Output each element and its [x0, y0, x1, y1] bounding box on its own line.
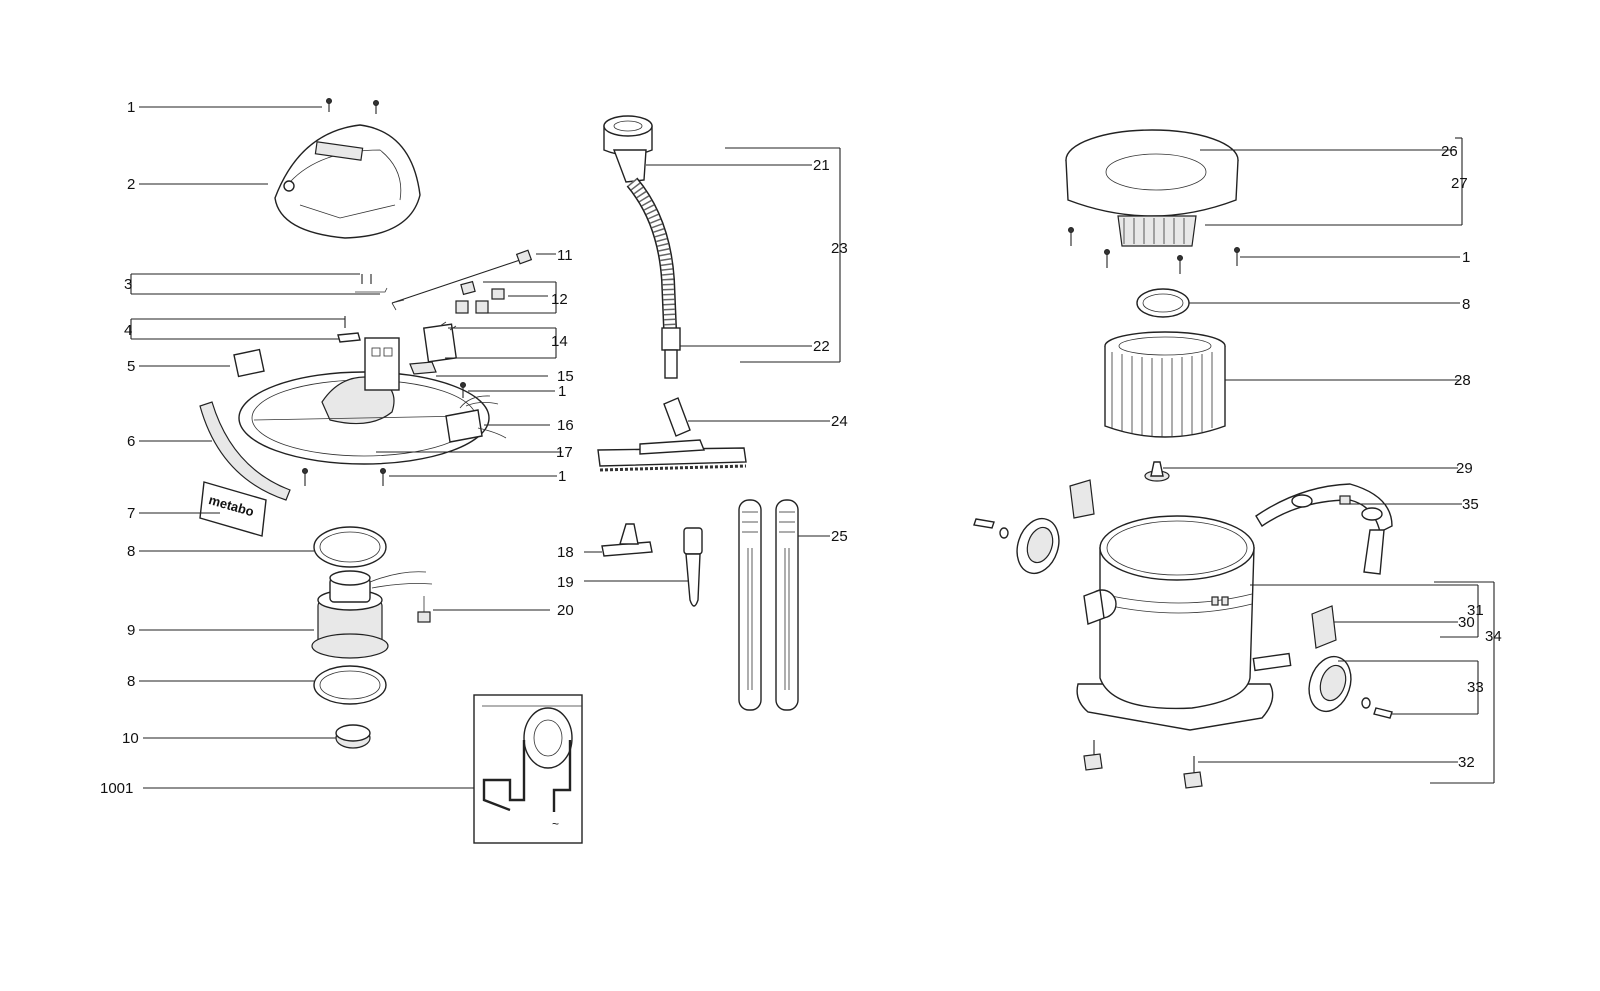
label-8-b: 8	[127, 673, 135, 690]
sticker-icon	[409, 361, 437, 375]
carbon-brush-icon	[417, 596, 431, 623]
label-24: 24	[831, 413, 848, 430]
label-16: 16	[557, 417, 574, 434]
power-cord-icon	[391, 249, 533, 311]
switch-icon	[422, 321, 458, 363]
label-18: 18	[557, 544, 574, 561]
label-1-top: 1	[127, 99, 135, 116]
latch-icon	[1311, 605, 1337, 649]
label-21: 21	[813, 157, 830, 174]
label-17: 17	[556, 444, 573, 461]
label-7: 7	[127, 505, 135, 522]
handle-ring-icon	[1255, 483, 1393, 575]
label-25: 25	[831, 528, 848, 545]
wheel-icon	[1308, 655, 1393, 719]
clip-ring-icon	[1136, 288, 1190, 318]
screw-icon	[139, 98, 379, 114]
screw-icon	[1068, 227, 1240, 274]
label-35: 35	[1462, 496, 1479, 513]
label-28: 28	[1454, 372, 1471, 389]
crevice-tool-icon	[683, 527, 703, 607]
screw-icon	[302, 468, 386, 486]
caster-icon	[1083, 740, 1203, 789]
label-22: 22	[813, 338, 830, 355]
latch-icon	[1069, 479, 1095, 519]
label-6: 6	[127, 433, 135, 450]
label-1-b: 1	[558, 383, 566, 400]
label-14: 14	[551, 333, 568, 350]
seal-strip-icon	[199, 401, 291, 501]
label-23: 23	[831, 240, 848, 257]
label-15: 15	[557, 368, 574, 385]
filter-icon	[1104, 331, 1226, 438]
label-30: 30	[1458, 614, 1475, 631]
float-valve-icon	[1144, 461, 1170, 482]
label-31: 31	[1467, 602, 1484, 619]
screw-icon	[337, 316, 361, 343]
label-1-c: 1	[558, 468, 566, 485]
brand-plate: metabo	[199, 481, 267, 537]
svg-text:~: ~	[552, 817, 559, 831]
label-32: 32	[1458, 754, 1475, 771]
label-11: 11	[557, 247, 573, 264]
label-10: 10	[122, 730, 139, 747]
label-3: 3	[124, 276, 132, 293]
label-34: 34	[1485, 628, 1502, 645]
terminal-block-icon	[445, 395, 507, 443]
label-5: 5	[127, 358, 135, 375]
label-26: 26	[1441, 143, 1458, 160]
label-27: 27	[1451, 175, 1468, 192]
switch-cap-icon	[455, 280, 505, 314]
gasket-ring-icon	[313, 526, 387, 568]
label-8-c: 8	[1462, 296, 1470, 313]
wiring-diagram-icon: ~	[473, 694, 583, 844]
nozzle-small-icon	[601, 523, 653, 557]
label-4: 4	[124, 322, 132, 339]
cover-icon	[274, 124, 421, 239]
wheel-icon	[973, 517, 1060, 575]
screw-icon	[355, 274, 388, 293]
tube-icon	[738, 499, 799, 711]
label-19: 19	[557, 574, 574, 591]
label-2: 2	[127, 176, 135, 193]
nozzle-icon	[597, 397, 747, 472]
label-1-d: 1	[1462, 249, 1470, 266]
label-33: 33	[1467, 679, 1484, 696]
motor-icon	[311, 570, 433, 659]
label-9: 9	[127, 622, 135, 639]
motor-plate-icon	[238, 337, 490, 465]
label-1001: 1001	[100, 780, 133, 797]
label-29: 29	[1456, 460, 1473, 477]
label-8-a: 8	[127, 543, 135, 560]
bracket-icon	[233, 348, 265, 378]
label-20: 20	[557, 602, 574, 619]
filter-housing-icon	[1065, 129, 1239, 247]
container-icon	[1076, 515, 1292, 731]
hose-icon	[603, 115, 681, 379]
label-12: 12	[551, 291, 568, 308]
